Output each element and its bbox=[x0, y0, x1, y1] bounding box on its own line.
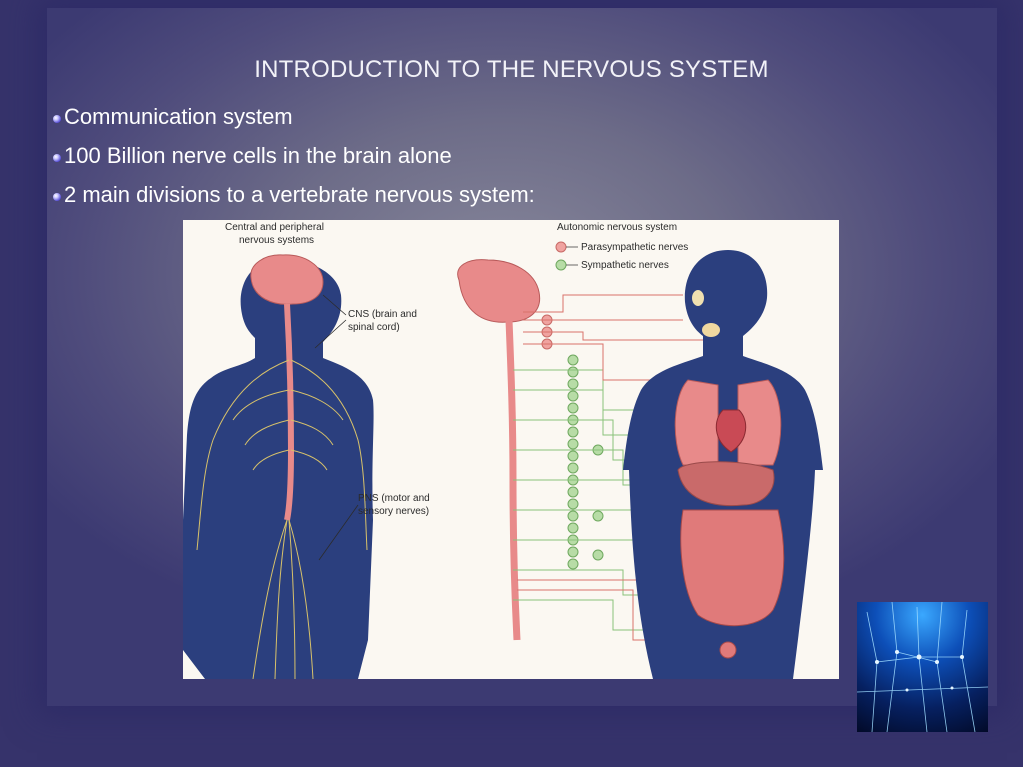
cns-leader-lines bbox=[314, 294, 347, 349]
bullet-nerve-cells: 100 Billion nerve cells in the brain alo… bbox=[53, 143, 452, 169]
liver-stomach bbox=[677, 461, 775, 507]
intestines bbox=[680, 509, 785, 627]
heart bbox=[715, 409, 747, 453]
neuron-network-image bbox=[857, 602, 988, 732]
left-caption-line2: nervous systems bbox=[239, 235, 314, 246]
left-spinal-cord bbox=[284, 303, 295, 521]
bladder bbox=[719, 641, 737, 659]
left-caption-line1: Central and peripheral bbox=[225, 222, 324, 233]
bullet-communication: Communication system bbox=[53, 104, 293, 130]
cns-label-line1: CNS (brain and bbox=[348, 309, 417, 320]
sympathetic-ganglia bbox=[567, 354, 604, 570]
eye-icon bbox=[692, 290, 704, 306]
right-lung bbox=[737, 379, 782, 466]
legend-parasympathetic: Parasympathetic nerves bbox=[581, 242, 688, 253]
bullet-orb-icon bbox=[53, 154, 61, 162]
cns-pns-figure: Central and peripheral nervous systems C… bbox=[183, 222, 430, 680]
pns-label-line1: PNS (motor and bbox=[358, 493, 430, 504]
pns-leader-line bbox=[318, 504, 359, 561]
slide-title: INTRODUCTION TO THE NERVOUS SYSTEM bbox=[254, 56, 769, 83]
bullet-text: 2 main divisions to a vertebrate nervous… bbox=[64, 182, 535, 207]
legend-sympathetic: Sympathetic nerves bbox=[581, 260, 669, 271]
mouth-icon bbox=[702, 323, 720, 337]
left-peripheral-nerves bbox=[196, 359, 368, 680]
right-caption: Autonomic nervous system bbox=[557, 222, 677, 233]
bullet-orb-icon bbox=[53, 193, 61, 201]
nervous-system-diagram: Central and peripheral nervous systems C… bbox=[183, 220, 839, 680]
parasympathetic-legend-swatch bbox=[555, 241, 567, 253]
legend: Parasympathetic nerves Sympathetic nerve… bbox=[555, 241, 688, 271]
left-lung bbox=[674, 379, 719, 466]
organ-figure bbox=[623, 250, 823, 679]
autonomic-pathways: Autonomic nervous system Parasympathetic… bbox=[457, 222, 743, 641]
left-body-silhouette bbox=[183, 259, 374, 679]
cns-label-line2: spinal cord) bbox=[348, 322, 400, 333]
bullet-orb-icon bbox=[53, 115, 61, 123]
pns-label-line2: sensory nerves) bbox=[358, 506, 429, 517]
bullet-text: Communication system bbox=[64, 104, 293, 129]
sympathetic-legend-swatch bbox=[555, 259, 567, 271]
bullet-text: 100 Billion nerve cells in the brain alo… bbox=[64, 143, 452, 168]
middle-brain bbox=[457, 259, 541, 323]
left-brain bbox=[250, 254, 324, 305]
bullet-divisions: 2 main divisions to a vertebrate nervous… bbox=[53, 182, 535, 208]
